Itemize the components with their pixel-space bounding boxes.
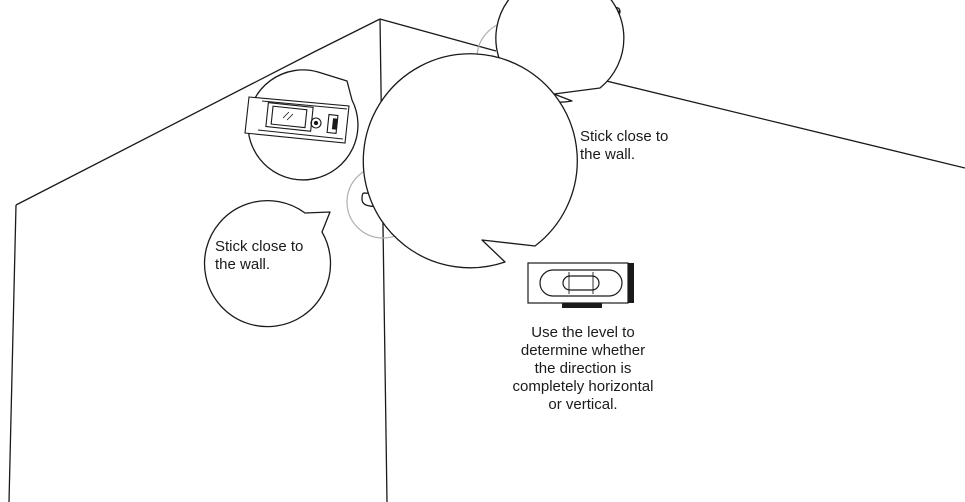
level-bubble xyxy=(362,53,578,269)
right-wall-note: Stick close to the wall. xyxy=(580,128,669,163)
left-wall-top-edge xyxy=(15,18,381,206)
left-wall-note: Stick close to the wall. xyxy=(215,238,304,273)
wall-corner-edge xyxy=(379,18,388,502)
callout-bubbles xyxy=(203,0,625,328)
level-instruction-note: Use the level to determine whether the d… xyxy=(512,324,654,413)
left-wall-far-edge xyxy=(8,204,17,502)
right-wall-top-edge xyxy=(379,18,497,52)
pipe-clip-icon xyxy=(244,96,350,144)
left-wall-bubble xyxy=(203,199,332,328)
spirit-level-icon xyxy=(527,262,634,308)
